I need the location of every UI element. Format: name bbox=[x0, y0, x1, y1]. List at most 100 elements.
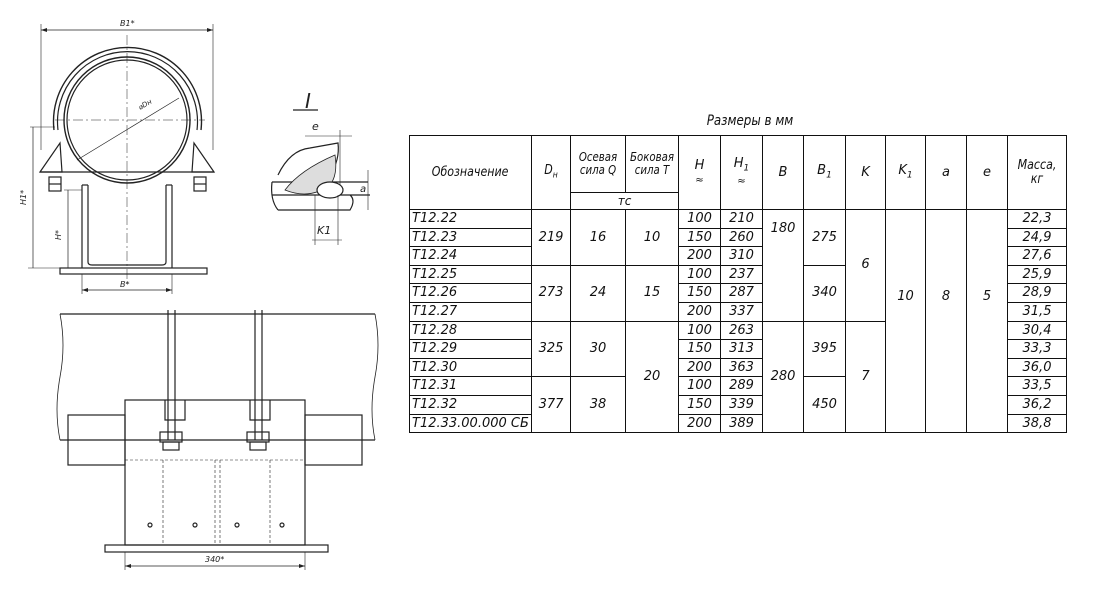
h-cell: 150 bbox=[678, 227, 721, 248]
mass-cell: 36,2 bbox=[1007, 394, 1067, 415]
header-designation: Обозначение bbox=[409, 135, 532, 210]
dim-h1-label: H1* bbox=[19, 190, 28, 205]
h1-cell: 287 bbox=[720, 283, 763, 303]
front-view: B1* ⌀Dн H1* H* B* bbox=[19, 19, 216, 294]
q-cell: 30 bbox=[570, 320, 626, 378]
designation-cell: Т12.23 bbox=[409, 227, 532, 248]
b1-cell: 395 bbox=[803, 320, 846, 378]
mass-cell: 28,9 bbox=[1007, 283, 1067, 303]
dn-cell: 377 bbox=[531, 376, 571, 434]
h1-cell: 337 bbox=[720, 301, 763, 322]
weld-detail: I e a K1 bbox=[271, 89, 370, 245]
detail-label: I bbox=[305, 89, 311, 113]
designation-cell: Т12.32 bbox=[409, 394, 532, 415]
header-force-unit: тс bbox=[570, 192, 679, 210]
k-cell: 6 bbox=[845, 209, 886, 322]
designation-cell: Т12.28 bbox=[409, 320, 532, 341]
dim-b-label: B* bbox=[120, 280, 130, 289]
header-axial-force: Осевая сила Q bbox=[570, 135, 626, 193]
designation-cell: Т12.22 bbox=[409, 209, 532, 229]
dn-cell: 219 bbox=[531, 209, 571, 266]
dim-b1-label: B1* bbox=[120, 19, 135, 28]
h-cell: 100 bbox=[678, 376, 721, 396]
h1-cell: 339 bbox=[720, 394, 763, 415]
b1-cell: 275 bbox=[803, 209, 846, 266]
k-cell: 7 bbox=[845, 320, 886, 434]
header-h1: H1≈ bbox=[720, 135, 763, 210]
h-cell: 100 bbox=[678, 320, 721, 341]
dn-cell: 325 bbox=[531, 320, 571, 378]
e-cell: 5 bbox=[966, 208, 1008, 434]
h-cell: 200 bbox=[678, 301, 721, 322]
designation-cell: Т12.24 bbox=[409, 246, 532, 266]
b1-cell: 450 bbox=[803, 376, 846, 434]
mass-cell: 33,3 bbox=[1007, 339, 1067, 359]
h-cell: 150 bbox=[678, 394, 721, 415]
mass-cell: 33,5 bbox=[1007, 376, 1067, 396]
dn-cell: 273 bbox=[531, 264, 571, 322]
h-cell: 150 bbox=[678, 339, 721, 359]
q-cell: 16 bbox=[570, 209, 626, 266]
q-cell: 38 bbox=[570, 376, 626, 434]
b-cell: 280 bbox=[762, 320, 804, 434]
h1-cell: 310 bbox=[720, 246, 763, 266]
k1-cell: 10 bbox=[885, 208, 926, 434]
table-row: Т12.31 377 38 100 289 450 33,5 bbox=[409, 376, 1067, 434]
mass-cell: 30,4 bbox=[1007, 320, 1067, 341]
designation-cell: Т12.29 bbox=[409, 339, 532, 359]
designation-cell: Т12.25 bbox=[409, 264, 532, 285]
header-dn: Dн bbox=[531, 135, 571, 210]
mass-cell: 38,8 bbox=[1007, 413, 1067, 434]
table-row: Т12.28 325 30 20 100 263 280 395 7 30,4 bbox=[409, 320, 1067, 434]
header-e: e bbox=[966, 135, 1008, 210]
dim-h-label: H* bbox=[54, 230, 63, 240]
h1-cell: 313 bbox=[720, 339, 763, 359]
mass-cell: 31,5 bbox=[1007, 301, 1067, 322]
q-cell: 24 bbox=[570, 264, 626, 322]
h-cell: 200 bbox=[678, 357, 721, 378]
designation-cell: Т12.27 bbox=[409, 301, 532, 322]
header-h: H≈ bbox=[678, 135, 721, 210]
header-k: K bbox=[845, 135, 886, 210]
h-cell: 100 bbox=[678, 209, 721, 229]
h-cell: 150 bbox=[678, 283, 721, 303]
h1-cell: 210 bbox=[720, 209, 763, 229]
mass-cell: 27,6 bbox=[1007, 246, 1067, 266]
table-row: Т12.22 219 16 10 100 210 180 275 6 10 8 … bbox=[409, 208, 1067, 434]
h-cell: 200 bbox=[678, 413, 721, 434]
h1-cell: 389 bbox=[720, 413, 763, 434]
a-cell: 8 bbox=[925, 208, 967, 434]
b-cell: 180 bbox=[762, 209, 804, 322]
dim-a-label: a bbox=[360, 184, 366, 195]
h1-cell: 263 bbox=[720, 320, 763, 341]
h1-cell: 260 bbox=[720, 227, 763, 248]
header-k1: K1 bbox=[885, 135, 926, 210]
table-row: Т12.25 273 24 15 100 237 340 25,9 bbox=[409, 264, 1067, 322]
dim-dn-label: ⌀Dн bbox=[137, 98, 154, 112]
dim-k1-label: K1 bbox=[317, 224, 331, 237]
b1-cell: 340 bbox=[803, 264, 846, 322]
designation-cell: Т12.33.00.000 СБ bbox=[409, 413, 532, 434]
designation-cell: Т12.26 bbox=[409, 283, 532, 303]
header-lateral-force: Боковая сила T bbox=[625, 135, 679, 193]
mass-cell: 36,0 bbox=[1007, 357, 1067, 378]
t-cell: 20 bbox=[625, 320, 679, 434]
dim-width-label: 340* bbox=[205, 555, 224, 564]
h-cell: 200 bbox=[678, 246, 721, 266]
h-cell: 100 bbox=[678, 264, 721, 285]
mass-cell: 24,9 bbox=[1007, 227, 1067, 248]
t-cell: 15 bbox=[625, 264, 679, 322]
t-cell: 10 bbox=[625, 209, 679, 266]
side-view: 340* bbox=[56, 310, 379, 570]
designation-cell: Т12.31 bbox=[409, 376, 532, 396]
header-mass: Масса, кг bbox=[1007, 135, 1067, 210]
mass-cell: 22,3 bbox=[1007, 209, 1067, 229]
